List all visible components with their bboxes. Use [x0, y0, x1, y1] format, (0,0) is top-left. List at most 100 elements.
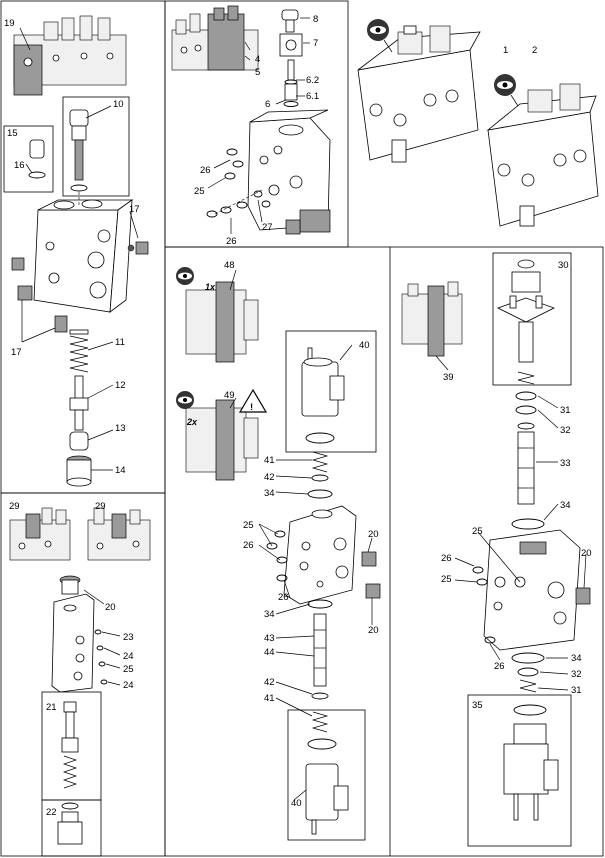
- valve-bank-assembly-1: [357, 25, 481, 163]
- inset-frame-30: [492, 252, 572, 386]
- leader-lines-d2: [435, 355, 587, 691]
- callout-labels: 19 10 15 16 17 17 11 12 13 14 8 7 4 5 6.…: [4, 14, 592, 818]
- callout-40-bottom: 40: [291, 798, 302, 809]
- valve-block-d1: [283, 505, 357, 605]
- callout-43: 43: [264, 633, 275, 644]
- callout-20-d1-top: 20: [368, 529, 379, 540]
- callout-31-top: 31: [560, 405, 571, 416]
- callout-22: 22: [46, 807, 57, 818]
- callout-10: 10: [113, 99, 124, 110]
- quantity-2x: 2x: [186, 417, 198, 427]
- leader-lines-d1: [229, 269, 373, 801]
- cap-22: [57, 802, 83, 845]
- callout-25-d2-b: 25: [441, 574, 452, 585]
- valve-block-b: [247, 109, 331, 235]
- callout-25-b: 25: [194, 186, 205, 197]
- callout-5: 5: [255, 67, 260, 78]
- callout-34-d2: 34: [560, 500, 571, 511]
- callout-29-right: 29: [95, 501, 106, 512]
- callout-32-top: 32: [560, 425, 571, 436]
- inset-frame-40-top: [285, 330, 377, 453]
- valve-bank-thumbnail-48: [185, 281, 259, 363]
- callout-14: 14: [115, 465, 126, 476]
- callout-17-right: 17: [129, 204, 140, 215]
- spring-11: [69, 329, 89, 373]
- callout-16: 16: [14, 160, 25, 171]
- callout-25-d2: 25: [472, 526, 483, 537]
- valve-block-d2: [483, 518, 581, 651]
- inset-frame-15: [3, 125, 54, 193]
- valve-bank-assembly-2: [486, 83, 599, 227]
- callout-26-d1: 26: [243, 540, 254, 551]
- callout-30: 30: [558, 260, 569, 271]
- leader-lines-b: [207, 17, 310, 234]
- callout-48: 48: [224, 260, 235, 271]
- seal-rings-b: [206, 148, 271, 218]
- callout-8: 8: [313, 14, 318, 25]
- valve-bank-thumbnail-a: [13, 15, 127, 96]
- callout-41-top: 41: [264, 455, 275, 466]
- valve-bank-thumbnail-39: [401, 281, 463, 357]
- valve-bank-thumbnail-c2: [87, 507, 151, 561]
- rings-42-34-top: [307, 474, 333, 499]
- callout-39: 39: [443, 372, 454, 383]
- callout-26-b2: 26: [226, 236, 237, 247]
- callout-24-a: 24: [123, 651, 134, 662]
- valve-bank-thumbnail-b: [171, 5, 259, 71]
- plug-16: [28, 139, 46, 179]
- callout-49: 49: [224, 390, 235, 401]
- callout-25-c: 25: [123, 664, 134, 675]
- callout-26-d2-b: 26: [494, 661, 505, 672]
- valve-block-a: [33, 199, 134, 313]
- solenoid-40-bottom: [305, 738, 349, 835]
- callout-6-2: 6.2: [306, 75, 319, 86]
- callout-20-d2: 20: [581, 548, 592, 559]
- callout-32-bottom: 32: [571, 669, 582, 680]
- callout-31-bottom: 31: [571, 685, 582, 696]
- callout-34-top: 34: [264, 488, 275, 499]
- cap-14: [66, 455, 92, 487]
- callout-27: 27: [262, 222, 273, 233]
- callout-11: 11: [115, 337, 125, 348]
- solenoid-knob-8: [281, 9, 299, 33]
- eye-icon: [367, 19, 393, 53]
- callout-20-d1-bottom: 20: [368, 625, 379, 636]
- callout-21: 21: [46, 702, 57, 713]
- callout-13: 13: [115, 423, 126, 434]
- panel-d-frame: [164, 246, 604, 857]
- spool-assembly-21: [61, 701, 79, 789]
- callout-34-mid: 34: [264, 609, 275, 620]
- callout-26-b: 26: [200, 165, 211, 176]
- callout-40-top: 40: [359, 340, 370, 351]
- callout-4: 4: [255, 54, 260, 65]
- valve-bank-thumbnail-49: [185, 399, 259, 481]
- inset-frame-22: [41, 799, 102, 857]
- inset-frame-35: [467, 694, 572, 847]
- leader-lines-c: [83, 589, 121, 686]
- valve-block-c: [51, 575, 108, 693]
- leader-lines-a: [19, 27, 139, 471]
- warning-icon: [238, 388, 268, 413]
- callout-42-bottom: 42: [264, 677, 275, 688]
- quantity-1x: 1x: [205, 282, 216, 292]
- callout-26-d1-b: 26: [278, 592, 289, 603]
- callout-34-d2-b: 34: [571, 653, 582, 664]
- callout-44: 44: [264, 647, 275, 658]
- callout-41-bottom: 41: [264, 693, 275, 704]
- spring-41-top: [311, 451, 329, 473]
- callout-20-c: 20: [105, 602, 116, 613]
- eye-icon: [176, 391, 194, 409]
- plug-20-d1: [361, 551, 381, 599]
- callout-2: 2: [532, 45, 537, 56]
- callout-26-d2: 26: [441, 553, 452, 564]
- relief-valve-cartridge-10: [69, 109, 89, 192]
- callout-1: 1: [503, 45, 508, 56]
- piston-13: [69, 431, 89, 451]
- inset-frame-10: [62, 96, 130, 197]
- callout-15: 15: [7, 128, 18, 139]
- callout-7: 7: [313, 38, 318, 49]
- coil-7: [279, 33, 303, 57]
- callout-23: 23: [123, 632, 134, 643]
